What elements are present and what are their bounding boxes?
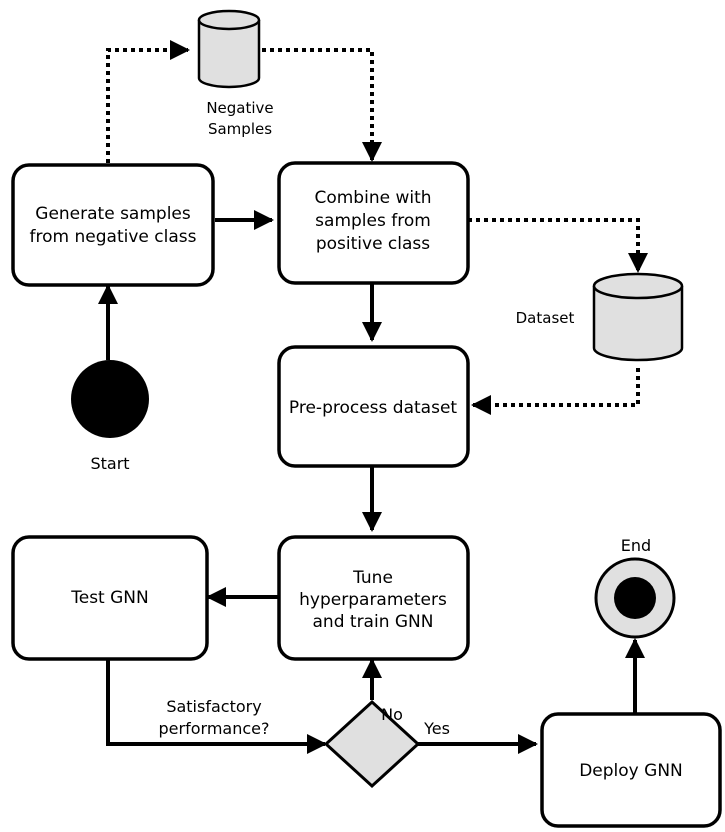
connectors [98,40,648,754]
connector-combine-to-dataset [468,218,648,273]
connector-generate-to-negative-samples [106,40,190,163]
deploy-gnn-label: Deploy GNN [579,761,683,781]
combine-samples-line3: positive class [316,234,430,254]
box-test-gnn: Test GNN [11,535,209,661]
test-gnn-label: Test GNN [70,588,149,608]
combine-samples-line1: Combine with [314,188,431,208]
negative-samples-label-line1: Negative [206,99,273,117]
tune-train-line2: hyperparameters [299,590,447,610]
decision-question-line1: Satisfactory [166,697,261,716]
preprocess-dataset-label: Pre-process dataset [289,398,458,418]
connector-negative-samples-to-combine [262,48,382,162]
generate-samples-line1: Generate samples [35,204,191,224]
start-node: Start [71,360,149,473]
decision-question-line2: performance? [159,719,270,738]
combine-samples-line2: samples from [315,211,431,231]
start-label: Start [90,454,129,473]
box-preprocess-dataset: Pre-process dataset [277,345,470,468]
box-deploy-gnn: Deploy GNN [540,712,722,828]
end-node: End [594,536,676,639]
decision-yes-label: Yes [423,719,450,738]
negative-samples-label-line2: Samples [208,120,272,138]
database-dataset: Dataset [516,272,684,362]
tune-train-line3: and train GNN [313,612,434,632]
decision-no-label: No [381,705,403,724]
end-label: End [621,536,651,555]
box-generate-samples: Generate samples from negative class [11,163,215,287]
decision-diamond [323,699,421,789]
tune-train-line1: Tune [352,568,393,588]
connector-dataset-to-preprocess [471,368,640,415]
generate-samples-line2: from negative class [30,227,197,247]
database-negative-samples: Negative Samples [197,9,274,138]
connector-test-to-decision [106,659,327,754]
box-combine-samples: Combine with samples from positive class [277,161,470,285]
box-tune-train: Tune hyperparameters and train GNN [277,535,470,661]
dataset-label: Dataset [516,309,575,327]
